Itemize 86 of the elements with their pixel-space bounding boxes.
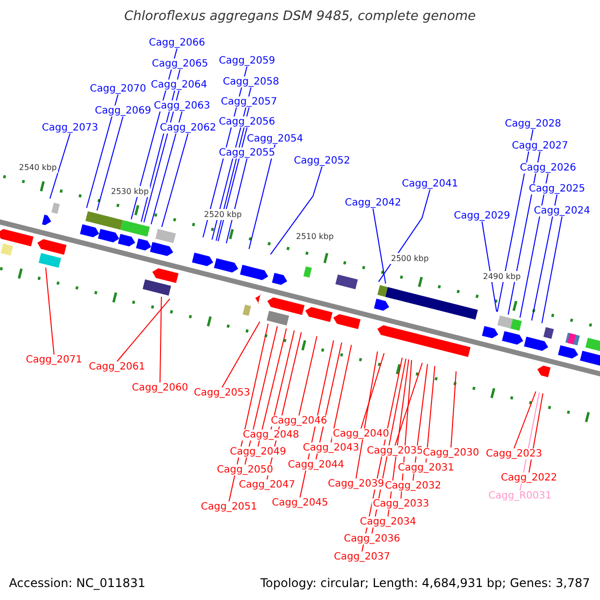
gene-label: Cagg_2066 (148, 38, 206, 48)
gene-label: Cagg_2071 (24, 354, 84, 366)
leader-line (86, 94, 118, 208)
gene-label: Cagg_2060 (130, 382, 190, 394)
gene-label: Cagg_2037 (332, 552, 392, 562)
leader-line (248, 144, 276, 250)
leader-line (482, 221, 498, 312)
gene-label: Cagg_2049 (228, 446, 288, 458)
leader-line (541, 216, 562, 324)
gene-label: Cagg_2070 (88, 84, 148, 94)
leader-line (116, 298, 170, 362)
scale-label: 2520 kbp (203, 209, 243, 220)
gene-label: Cagg_2054 (246, 134, 304, 144)
gene-label: Cagg_2031 (396, 462, 456, 474)
gene-label: Cagg_2056 (218, 116, 276, 128)
leader-line (222, 321, 260, 388)
leader-line (226, 158, 248, 244)
gene-label: Cagg_2050 (216, 464, 274, 476)
leader-line (426, 366, 436, 463)
gene-label: Cagg_2025 (528, 184, 586, 194)
gene-label: Cagg_2027 (510, 140, 570, 152)
genome-stats-note: Topology: circular; Length: 4,684,931 bp; Genes: 3,787 (260, 576, 590, 590)
scale-label: 2510 kbp (295, 231, 335, 242)
scale-label: 2490 kbp (482, 271, 522, 282)
leader-line (270, 166, 322, 255)
leader-line (270, 330, 295, 430)
leader-line (360, 352, 385, 429)
gene-label: Cagg_2073 (40, 122, 100, 134)
gene-label: Cagg_2024 (532, 206, 592, 216)
gene-label: Cagg_2058 (222, 76, 280, 88)
leader-line (330, 344, 352, 443)
leader-line (298, 336, 318, 416)
leader-line (161, 133, 188, 228)
gene-label: Cagg_2040 (332, 428, 390, 440)
gene-label: Cagg_2063 (152, 100, 212, 112)
gene-label: Cagg_2035 (366, 446, 424, 456)
gene-label: Cagg_2057 (220, 96, 278, 108)
gene-label: Cagg_2039 (326, 478, 386, 490)
gene-label: Cagg_2053 (192, 388, 252, 398)
gene-label: Cagg_2042 (344, 198, 402, 208)
gene-label: Cagg_R0031 (487, 490, 553, 502)
gene-label: Cagg_2055 (218, 148, 276, 158)
leader-line (150, 111, 182, 225)
leader-line (45, 267, 54, 355)
leader-line (96, 116, 124, 211)
leader-line (450, 370, 457, 448)
gene-label: Cagg_2064 (150, 80, 208, 90)
scale-label: 2540 kbp (18, 162, 58, 173)
leader-line (258, 328, 287, 447)
gene-label: Cagg_2030 (422, 448, 480, 458)
leader-line (356, 351, 378, 479)
gene-label: Cagg_2022 (500, 472, 558, 484)
leader-line (531, 194, 558, 321)
gene-label: Cagg_2043 (302, 442, 360, 454)
gene-label: Cagg_2029 (452, 210, 512, 222)
gene-label: Cagg_2048 (242, 430, 300, 440)
scale-label: 2530 kbp (110, 186, 150, 197)
gene-label: Cagg_2062 (158, 122, 218, 134)
gene-label: Cagg_2028 (504, 118, 562, 130)
gene-label: Cagg_2033 (372, 498, 430, 510)
leader-line (372, 208, 386, 284)
leader-line (394, 362, 423, 446)
gene-label: Cagg_2034 (358, 516, 418, 528)
gene-label: Cagg_2023 (484, 448, 544, 460)
gene-label: Cagg_2052 (292, 156, 352, 166)
gene-label: Cagg_2051 (200, 502, 258, 512)
leader-line (514, 391, 536, 449)
gene-label: Cagg_2069 (94, 106, 152, 116)
leader-line (520, 173, 548, 318)
leader-line (378, 189, 430, 282)
accession-note: Accession: NC_011831 (9, 576, 146, 590)
map-title: Chloroflexus aggregans DSM 9485, complete genome (123, 11, 477, 22)
gene-label: Cagg_2047 (238, 480, 296, 490)
gene-label: Cagg_2061 (88, 362, 146, 372)
leader-line (49, 133, 70, 200)
gene-label: Cagg_2046 (270, 416, 328, 426)
gene-label: Cagg_2032 (384, 480, 442, 492)
gene-label: Cagg_2059 (218, 56, 276, 66)
gene-label: Cagg_2041 (400, 178, 460, 190)
gene-label: Cagg_2044 (286, 460, 346, 470)
gene-label: Cagg_2065 (150, 58, 210, 70)
leader-line (160, 296, 162, 383)
gene-label: Cagg_2036 (342, 534, 402, 544)
gene-label: Cagg_2026 (518, 162, 578, 174)
gene-label: Cagg_2045 (270, 498, 330, 508)
scale-label: 2500 kbp (390, 253, 430, 264)
